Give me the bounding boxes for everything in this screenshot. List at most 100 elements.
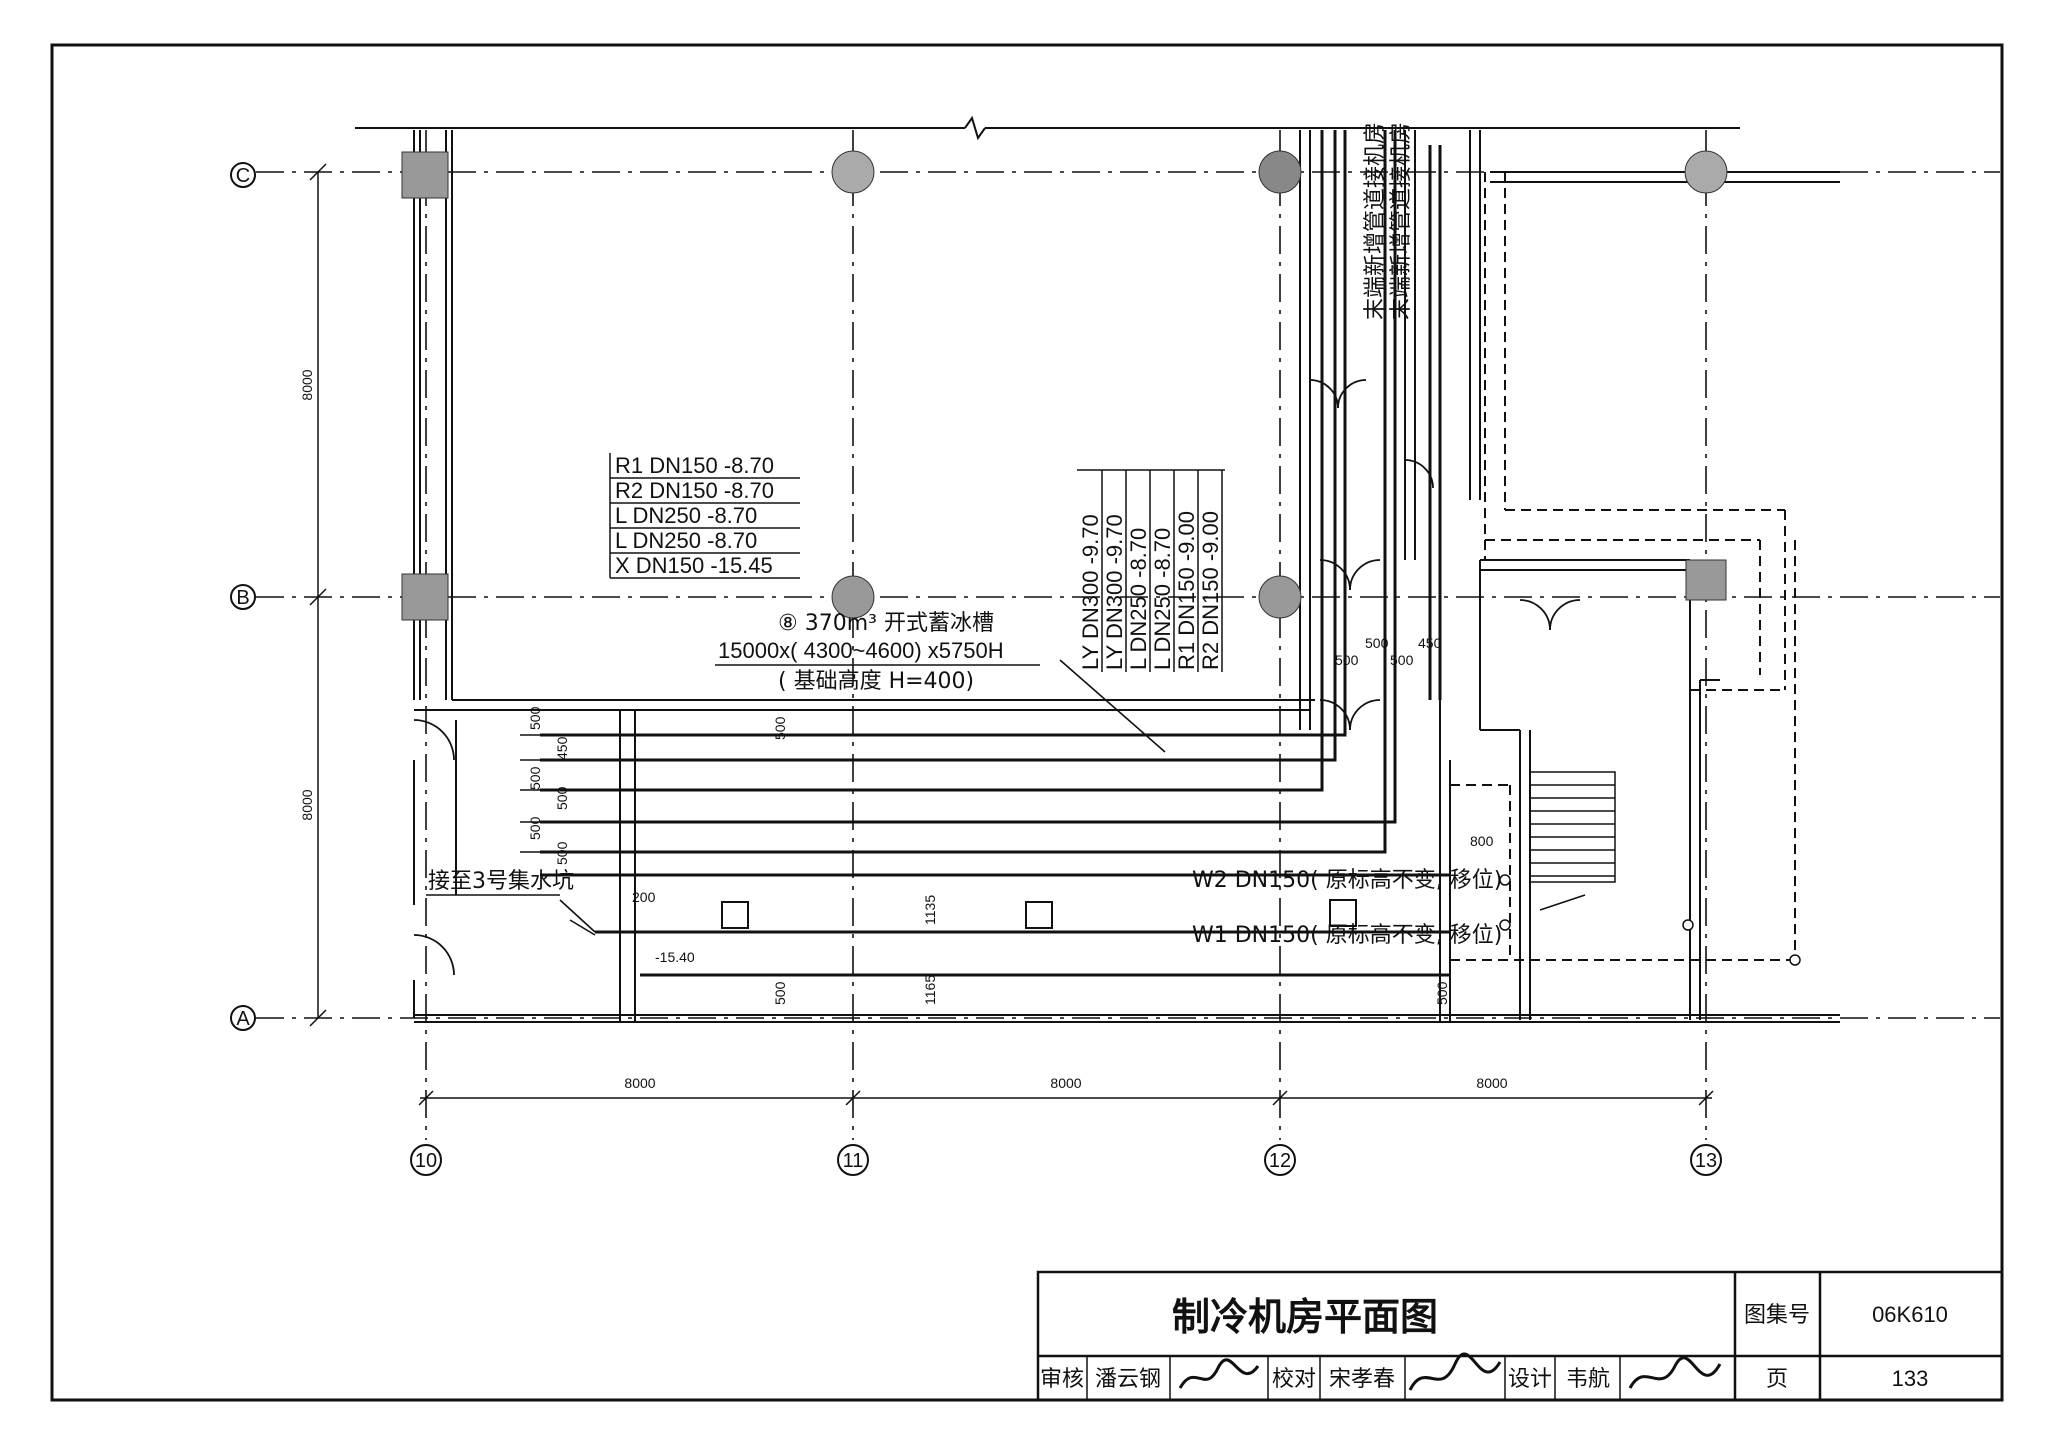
sheet-frame: [50, 43, 2004, 1402]
pipe-left-2: R2 DN150 -8.70: [615, 478, 774, 503]
pipe-right-6: R2 DN150 -9.00: [1198, 511, 1223, 670]
dim-500-k: 500: [1390, 652, 1414, 668]
dim-1165: 1165: [922, 975, 938, 1005]
grid-lines: [256, 130, 2000, 1140]
elev-1540: -15.40: [655, 949, 695, 965]
w-valve-3: [1682, 919, 1694, 931]
column-c13: [1684, 150, 1728, 194]
axis-bubble-b: B: [230, 584, 256, 610]
column-c11: [831, 150, 875, 194]
vertical-note-2: 末端新增管道接机房: [1389, 122, 1414, 320]
dim-500-i: 500: [1335, 652, 1359, 668]
review-label: 审核: [1040, 1367, 1084, 1392]
dim-v-lower: 8000: [299, 789, 315, 820]
dim-500-b: 500: [527, 766, 543, 790]
title-block: [1036, 1270, 2004, 1402]
axis-label-10: 10: [415, 1150, 437, 1172]
atlas-label: 图集号: [1744, 1303, 1810, 1328]
w1-note: W1 DN150( 原标高不变, 移位): [1192, 923, 1502, 948]
w1-valve: [1499, 919, 1511, 931]
page-value: 133: [1892, 1366, 1929, 1391]
drain-note: 接至3号集水坑: [428, 869, 574, 894]
dim-500-j: 500: [1365, 635, 1389, 651]
check-label: 校对: [1272, 1367, 1316, 1392]
column-b10: [401, 573, 449, 621]
pipe-right-1: LY DN300 -9.70: [1078, 514, 1103, 670]
title-block-cells: [1086, 1356, 1621, 1400]
dim-450-b: 450: [1418, 635, 1442, 651]
pipe-right-5: R1 DN150 -9.00: [1174, 511, 1199, 670]
axis-bubble-c: C: [230, 162, 256, 188]
design-label: 设计: [1508, 1367, 1552, 1392]
dim-1135: 1135: [922, 895, 938, 925]
vertical-dimension: [309, 163, 327, 1027]
w2-valve: [1499, 874, 1511, 886]
column-b11: [831, 575, 875, 619]
check-signature: [1408, 1352, 1502, 1391]
dim-500-a: 500: [527, 706, 543, 730]
dim-800: 800: [1470, 833, 1494, 849]
w2-note: W2 DN150( 原标高不变, 移位): [1192, 868, 1502, 893]
pipe-list-left-rules: [609, 453, 800, 579]
dim-v-upper: 8000: [299, 369, 315, 400]
dim-h-3: 8000: [1476, 1075, 1507, 1091]
column-c12: [1258, 150, 1302, 194]
axis-bubble-11: 11: [837, 1144, 869, 1176]
pipe-left-4: L DN250 -8.70: [615, 528, 757, 553]
dim-500-d: 500: [527, 816, 543, 840]
axis-label-12: 12: [1269, 1150, 1291, 1172]
dim-200: 200: [632, 889, 656, 905]
horizontal-dimension: [418, 1090, 1714, 1106]
pipes: [540, 130, 1450, 977]
design-name: 韦航: [1566, 1367, 1610, 1392]
pipe-list-left: R1 DN150 -8.70 R2 DN150 -8.70 L DN250 -8…: [615, 453, 774, 578]
equipment-bases: [721, 899, 1357, 929]
axis-label-11: 11: [843, 1150, 864, 1172]
pipe-left-1: R1 DN150 -8.70: [615, 453, 774, 478]
axis-label-b: B: [236, 587, 249, 609]
dashed-duct: [1449, 172, 1796, 961]
review-name: 潘云钢: [1095, 1367, 1161, 1392]
axis-label-13: 13: [1695, 1150, 1717, 1172]
atlas-value: 06K610: [1872, 1302, 1948, 1327]
stairs: [1529, 771, 1616, 911]
w-valve-4: [1789, 954, 1801, 966]
pipe-list-right-rules: [1077, 469, 1225, 672]
column-b13: [1685, 559, 1727, 601]
small-dims: 500 450 500 500 500 500 500 200 1135 116…: [527, 635, 1494, 1005]
sheet-title: 制冷机房平面图: [1172, 1295, 1438, 1339]
axis-bubble-a: A: [230, 1005, 256, 1031]
dim-h-1: 8000: [624, 1075, 655, 1091]
design-signature: [1628, 1356, 1722, 1389]
pipe-arrows: [520, 659, 1166, 936]
pipe-left-5: X DN150 -15.45: [615, 553, 773, 578]
pipe-left-3: L DN250 -8.70: [615, 503, 757, 528]
column-b12: [1258, 575, 1302, 619]
vertical-note-1: 末端新增管道接机房: [1363, 122, 1388, 320]
pipe-right-3: L DN250 -8.70: [1126, 528, 1151, 670]
column-c10: [401, 151, 449, 199]
dim-500-c: 500: [554, 786, 570, 810]
tank-label-1: ⑧ 370m³ 开式蓄冰槽: [778, 611, 994, 636]
dim-h-2: 8000: [1050, 1075, 1081, 1091]
dim-500-f: 500: [772, 716, 788, 740]
pipe-right-4: L DN250 -8.70: [1150, 528, 1175, 670]
top-break-line: [355, 115, 1740, 141]
dim-500-g: 500: [772, 981, 788, 1005]
pipe-list-right: LY DN300 -9.70 LY DN300 -9.70 L DN250 -8…: [1078, 511, 1223, 670]
page-label: 页: [1766, 1367, 1788, 1392]
doors: [413, 379, 1581, 976]
axis-label-c: C: [236, 165, 250, 187]
pipe-right-2: LY DN300 -9.70: [1102, 514, 1127, 670]
review-signature: [1178, 1358, 1260, 1389]
axis-bubble-10: 10: [410, 1144, 442, 1176]
dim-450: 450: [554, 736, 570, 760]
axis-bubble-13: 13: [1690, 1144, 1722, 1176]
axis-bubble-12: 12: [1264, 1144, 1296, 1176]
check-name: 宋孝春: [1329, 1367, 1395, 1392]
tank-label-2: 15000x( 4300~4600) x5750H: [718, 638, 1004, 663]
columns: [401, 150, 1728, 621]
axis-label-a: A: [236, 1008, 250, 1030]
dim-500-e: 500: [554, 841, 570, 865]
